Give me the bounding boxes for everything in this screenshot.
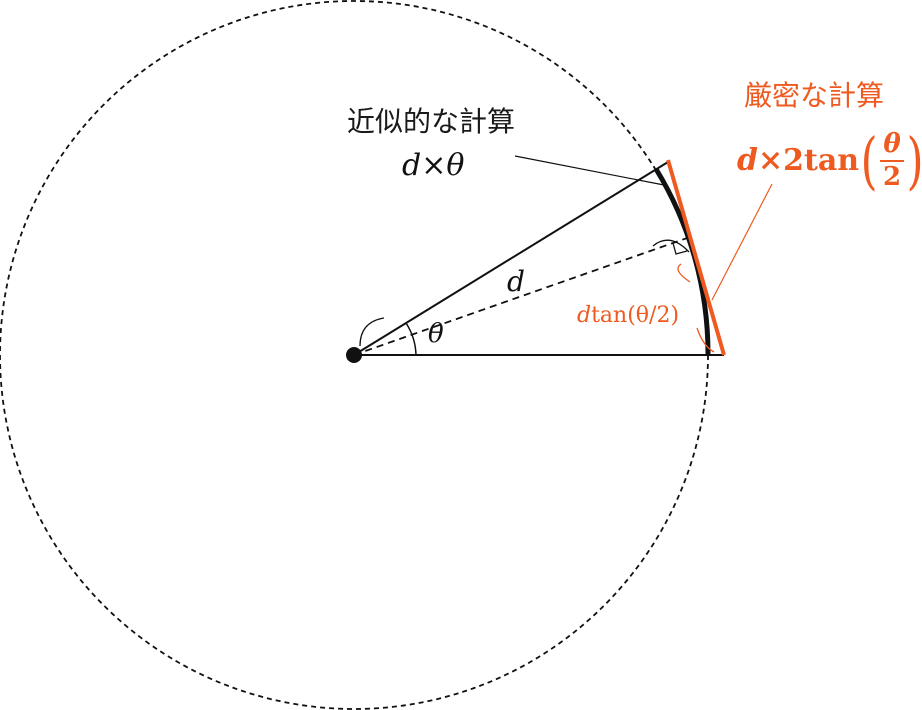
- tangent-line: [666, 159, 726, 356]
- half-tangent-var: d: [577, 303, 592, 328]
- angle-arc: [405, 322, 417, 356]
- exact-fraction-numerator: θ: [880, 130, 904, 162]
- exact-formula-var: d: [737, 143, 758, 178]
- exact-formula: d ×2tan ( θ 2 ): [737, 130, 922, 192]
- center-arc-mark: [359, 317, 385, 347]
- edge-arc-lower: [696, 327, 715, 353]
- approx-formula: d×θ: [402, 148, 465, 183]
- exact-formula-rest: ×2tan: [757, 143, 860, 178]
- exact-leader: [711, 183, 773, 301]
- exact-paren-close: ): [906, 124, 922, 197]
- approx-leader: [514, 155, 665, 186]
- center-point: [346, 347, 362, 363]
- bisector-arc-upper: [652, 239, 690, 253]
- angle-label: θ: [428, 319, 444, 349]
- bisector-arc-lower: [677, 263, 691, 283]
- half-tangent-rest: tan(θ/2): [591, 303, 680, 328]
- exact-fraction-denominator: 2: [882, 161, 902, 192]
- right-angle-mark: [672, 242, 688, 255]
- exact-paren-open: (: [860, 124, 878, 197]
- exact-title: 厳密な計算: [744, 79, 885, 112]
- half-tangent-label: dtan(θ/2): [577, 305, 679, 327]
- exact-fraction: θ 2: [880, 130, 904, 192]
- radius-label: d: [507, 265, 525, 298]
- approx-title: 近似的な計算: [347, 105, 516, 138]
